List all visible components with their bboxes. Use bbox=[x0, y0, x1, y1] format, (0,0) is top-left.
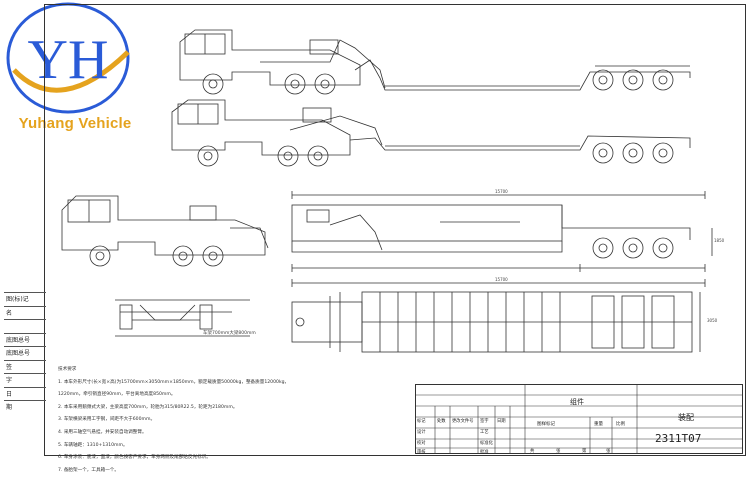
title-block bbox=[415, 384, 743, 454]
width-label: 3050 bbox=[707, 318, 718, 323]
logo-emblem: YH bbox=[6, 2, 130, 114]
note-line: 3. 车架横梁采用工字钢，间距不大于600mm。 bbox=[58, 417, 156, 423]
technical-notes: 技术要求 1. 本车外形尺寸(长×宽×高)为15700mm×3050mm×185… bbox=[58, 364, 378, 477]
drawing-frame bbox=[44, 4, 746, 456]
title-row-label: 处数 bbox=[437, 419, 446, 424]
company-logo: YH bbox=[0, 0, 150, 140]
title-row-label: 标记 bbox=[417, 419, 426, 424]
note-line: 4. 采用三轴空气悬挂，并安装自动调整臂。 bbox=[58, 429, 147, 435]
weight-label: 重量 bbox=[594, 422, 603, 427]
sheet-label: 第 bbox=[582, 449, 587, 454]
note-line: 1220mm，牵引销直径90mm，平台离地高度850mm。 bbox=[58, 392, 176, 398]
sign-label: 标准化 bbox=[480, 441, 493, 446]
tractor-view-3 bbox=[61, 195, 269, 267]
tractor-trailer-view-1 bbox=[179, 29, 691, 95]
stage-label: 图样标记 bbox=[537, 422, 555, 427]
logo-letters: YH bbox=[28, 29, 109, 91]
scale-label: 比例 bbox=[616, 422, 625, 427]
left-column-cell: 底图总号 bbox=[4, 332, 46, 347]
sign-label: 设计 bbox=[417, 430, 426, 435]
left-column-cell: 期 bbox=[4, 400, 46, 414]
title-row-label: 签字 bbox=[480, 419, 489, 424]
left-column-cell bbox=[4, 319, 46, 333]
sheet-label: 共 bbox=[530, 449, 535, 454]
note-line: 6. 车身涂装：底漆，面漆，颜色按客户要求，车身两侧及尾部贴反光标识。 bbox=[58, 455, 211, 461]
note-line: 5. 车辆轴距：1310+1310mm。 bbox=[58, 442, 128, 448]
sign-label: 审核 bbox=[417, 450, 426, 455]
trailer-side-view bbox=[291, 191, 713, 272]
sheet-label: 张 bbox=[556, 449, 561, 454]
trailer-plan-view bbox=[291, 279, 706, 353]
plan-length-label: 15700 bbox=[495, 277, 508, 282]
note-line: 7. 备胎架一个，工具箱一个。 bbox=[58, 467, 119, 473]
brand-name: Yuhang Vehicle bbox=[18, 115, 132, 132]
sign-label: 校对 bbox=[417, 441, 426, 446]
left-column-cell: 图(标)记 bbox=[4, 292, 46, 306]
sheet-label: 张 bbox=[606, 449, 611, 454]
title-block-grid bbox=[415, 384, 742, 454]
overall-length-label: 15700 bbox=[495, 189, 508, 194]
left-column-cell: 字 bbox=[4, 373, 46, 387]
logo-swoosh bbox=[12, 50, 130, 93]
left-column-cell: 底图总号 bbox=[4, 346, 46, 360]
part-label: 组件 bbox=[570, 398, 584, 406]
note-line: 1. 本车外形尺寸(长×宽×高)为15700mm×3050mm×1850mm，额… bbox=[58, 379, 290, 385]
frame-cross-section bbox=[115, 299, 250, 337]
sign-label: 工艺 bbox=[480, 430, 489, 435]
left-column-cell: 签 bbox=[4, 359, 46, 374]
title-row-label: 更改文件号 bbox=[452, 419, 474, 424]
height-label: 1850 bbox=[714, 238, 725, 243]
left-revision-column: 图(标)记名底图总号底图总号签字日期 bbox=[4, 292, 46, 454]
cross-section-caption: 车架700mm大梁800mm bbox=[203, 331, 256, 336]
left-column-cell: 名 bbox=[4, 305, 46, 320]
tractor-trailer-view-2 bbox=[171, 99, 691, 167]
drawing-number: 2311T07 bbox=[655, 432, 702, 445]
left-column-cell: 日 bbox=[4, 386, 46, 401]
note-line: 2. 本车采用鹅颈式大梁，主梁高度700mm，轮胎为315/80R22.5，轮距… bbox=[58, 404, 238, 410]
engineering-drawing bbox=[61, 29, 742, 454]
assembly-label: 装配 bbox=[678, 413, 694, 422]
sign-label: 批准 bbox=[480, 450, 489, 455]
notes-heading: 技术要求 bbox=[58, 367, 77, 372]
title-row-label: 日期 bbox=[497, 419, 506, 424]
